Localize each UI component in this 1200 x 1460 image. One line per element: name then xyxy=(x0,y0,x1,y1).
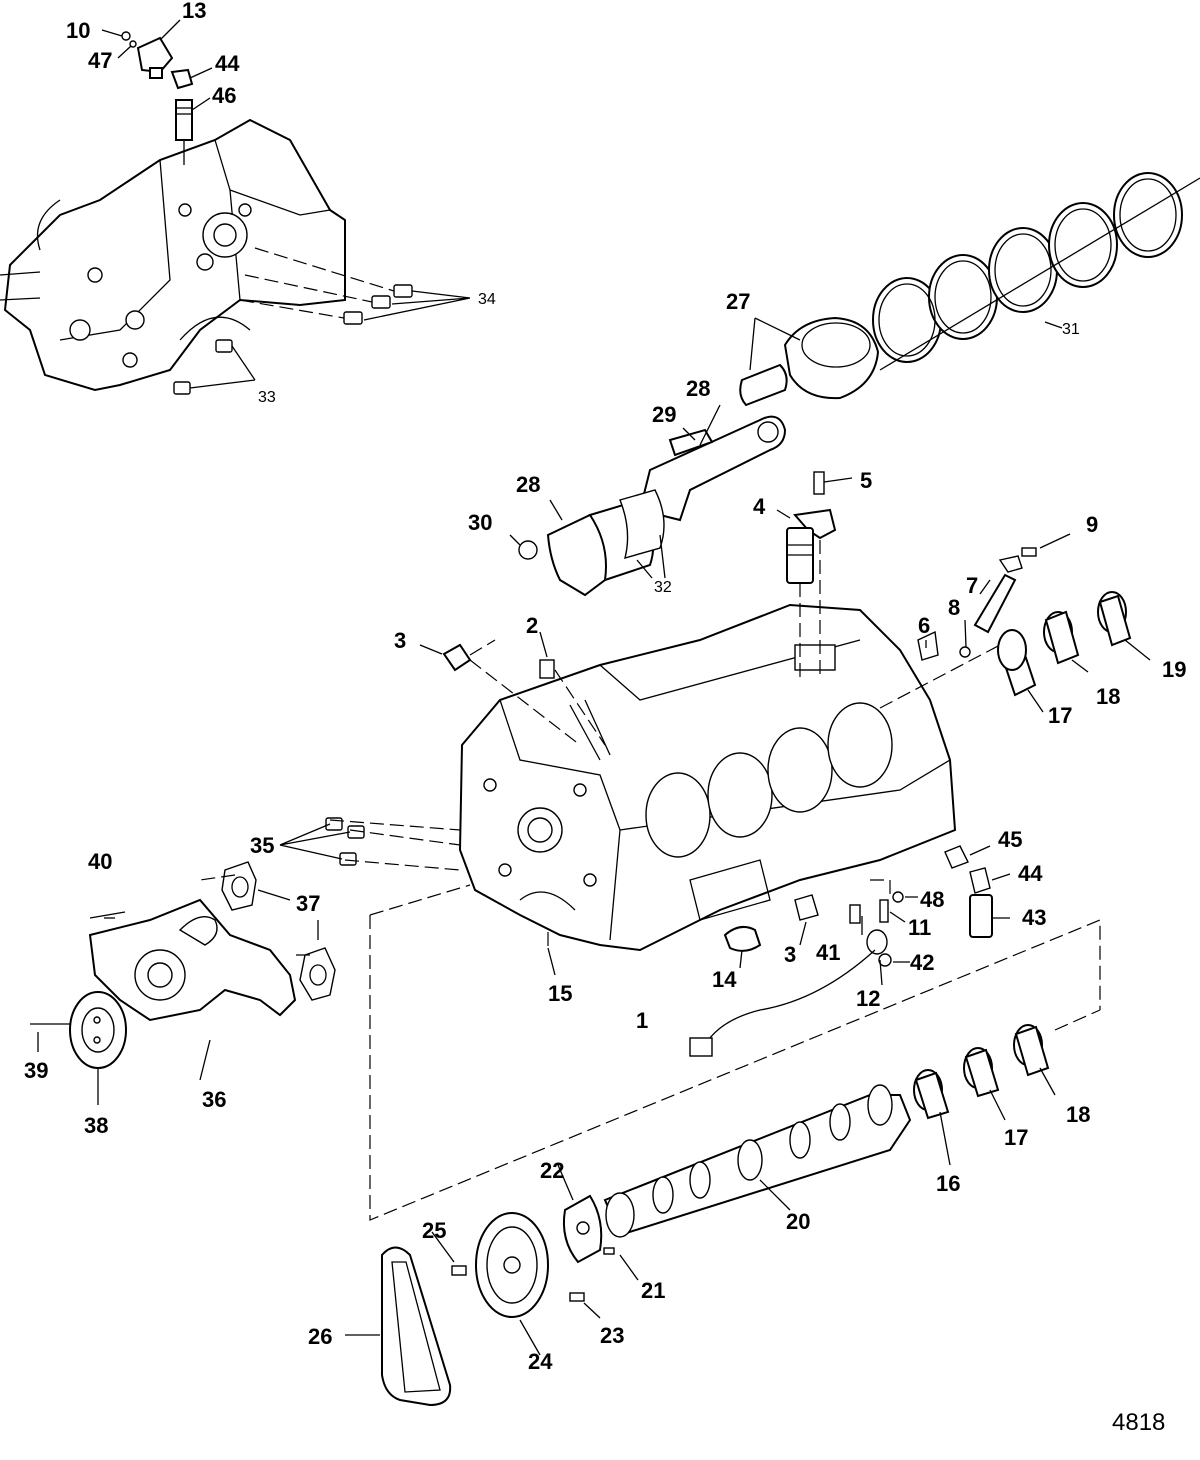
cam-assembly-box xyxy=(369,884,1101,1221)
callout-14: 14 xyxy=(712,967,737,992)
callout-23: 23 xyxy=(600,1323,624,1348)
callout-39: 39 xyxy=(24,1058,48,1083)
callout-31: 31 xyxy=(1062,321,1080,338)
callout-25: 25 xyxy=(422,1218,446,1243)
callout-37: 37 xyxy=(296,891,320,916)
callout-40: 40 xyxy=(88,849,112,874)
callout-30: 30 xyxy=(468,510,492,535)
callout-19: 19 xyxy=(1162,657,1186,682)
callout-36: 36 xyxy=(202,1087,226,1112)
callout-16: 16 xyxy=(936,1171,960,1196)
callout-18-upper: 18 xyxy=(1096,684,1120,709)
engine-block xyxy=(458,603,957,952)
sensors-right xyxy=(689,845,1011,1057)
callout-41: 41 xyxy=(816,940,840,965)
callouts: 1 2 3 3 4 5 6 7 8 9 10 11 12 13 14 15 16… xyxy=(24,0,1186,1436)
callout-34: 34 xyxy=(478,291,496,308)
callout-15: 15 xyxy=(548,981,572,1006)
connecting-rod xyxy=(509,404,787,597)
callout-11: 11 xyxy=(908,915,931,940)
callout-4: 4 xyxy=(753,494,766,519)
timing-set xyxy=(345,1164,639,1407)
callout-22: 22 xyxy=(540,1158,564,1183)
callout-35: 35 xyxy=(250,833,274,858)
callout-28-rod: 28 xyxy=(686,376,710,401)
callout-9: 9 xyxy=(1086,512,1098,537)
callout-12: 12 xyxy=(856,986,880,1011)
callout-13: 13 xyxy=(182,0,206,23)
callout-17-upper: 17 xyxy=(1048,703,1072,728)
callout-7: 7 xyxy=(966,573,978,598)
callout-10: 10 xyxy=(66,18,90,43)
callout-18-lower: 18 xyxy=(1066,1102,1090,1127)
callout-1: 1 xyxy=(636,1008,648,1033)
camshaft xyxy=(603,1024,1056,1238)
plugs-lower xyxy=(723,894,819,969)
callout-38: 38 xyxy=(84,1113,108,1138)
plugs-upper xyxy=(419,631,606,746)
callout-48: 48 xyxy=(920,887,944,912)
callout-2: 2 xyxy=(526,613,538,638)
callout-45: 45 xyxy=(998,827,1022,852)
callout-27: 27 xyxy=(726,289,750,314)
callout-3-lower: 3 xyxy=(784,942,796,967)
piston xyxy=(739,316,880,407)
callout-28-cap: 28 xyxy=(516,472,540,497)
callout-20: 20 xyxy=(786,1209,810,1234)
callout-5: 5 xyxy=(860,468,872,493)
callout-44-inset: 44 xyxy=(215,51,240,76)
callout-21: 21 xyxy=(641,1278,665,1303)
callout-17-lower: 17 xyxy=(1004,1125,1028,1150)
callout-8: 8 xyxy=(948,595,960,620)
piston-rings xyxy=(872,172,1200,371)
figure-number: 4818 xyxy=(1112,1409,1165,1436)
water-pump xyxy=(30,817,556,1105)
callout-33: 33 xyxy=(258,389,276,406)
callout-3-upper: 3 xyxy=(394,628,406,653)
callout-32: 32 xyxy=(654,579,672,596)
callout-26: 26 xyxy=(308,1324,332,1349)
callout-44-right: 44 xyxy=(1018,861,1043,886)
callout-42: 42 xyxy=(910,950,934,975)
callout-6: 6 xyxy=(918,613,930,638)
cam-bearings-upper xyxy=(997,591,1151,713)
callout-43: 43 xyxy=(1022,905,1046,930)
rear-block-inset xyxy=(0,19,471,395)
callout-24: 24 xyxy=(528,1349,553,1374)
callout-46: 46 xyxy=(212,83,236,108)
callout-29: 29 xyxy=(652,402,676,427)
sensor-4 xyxy=(776,471,853,680)
callout-47: 47 xyxy=(88,48,112,73)
sensor-7-group xyxy=(879,533,1071,709)
